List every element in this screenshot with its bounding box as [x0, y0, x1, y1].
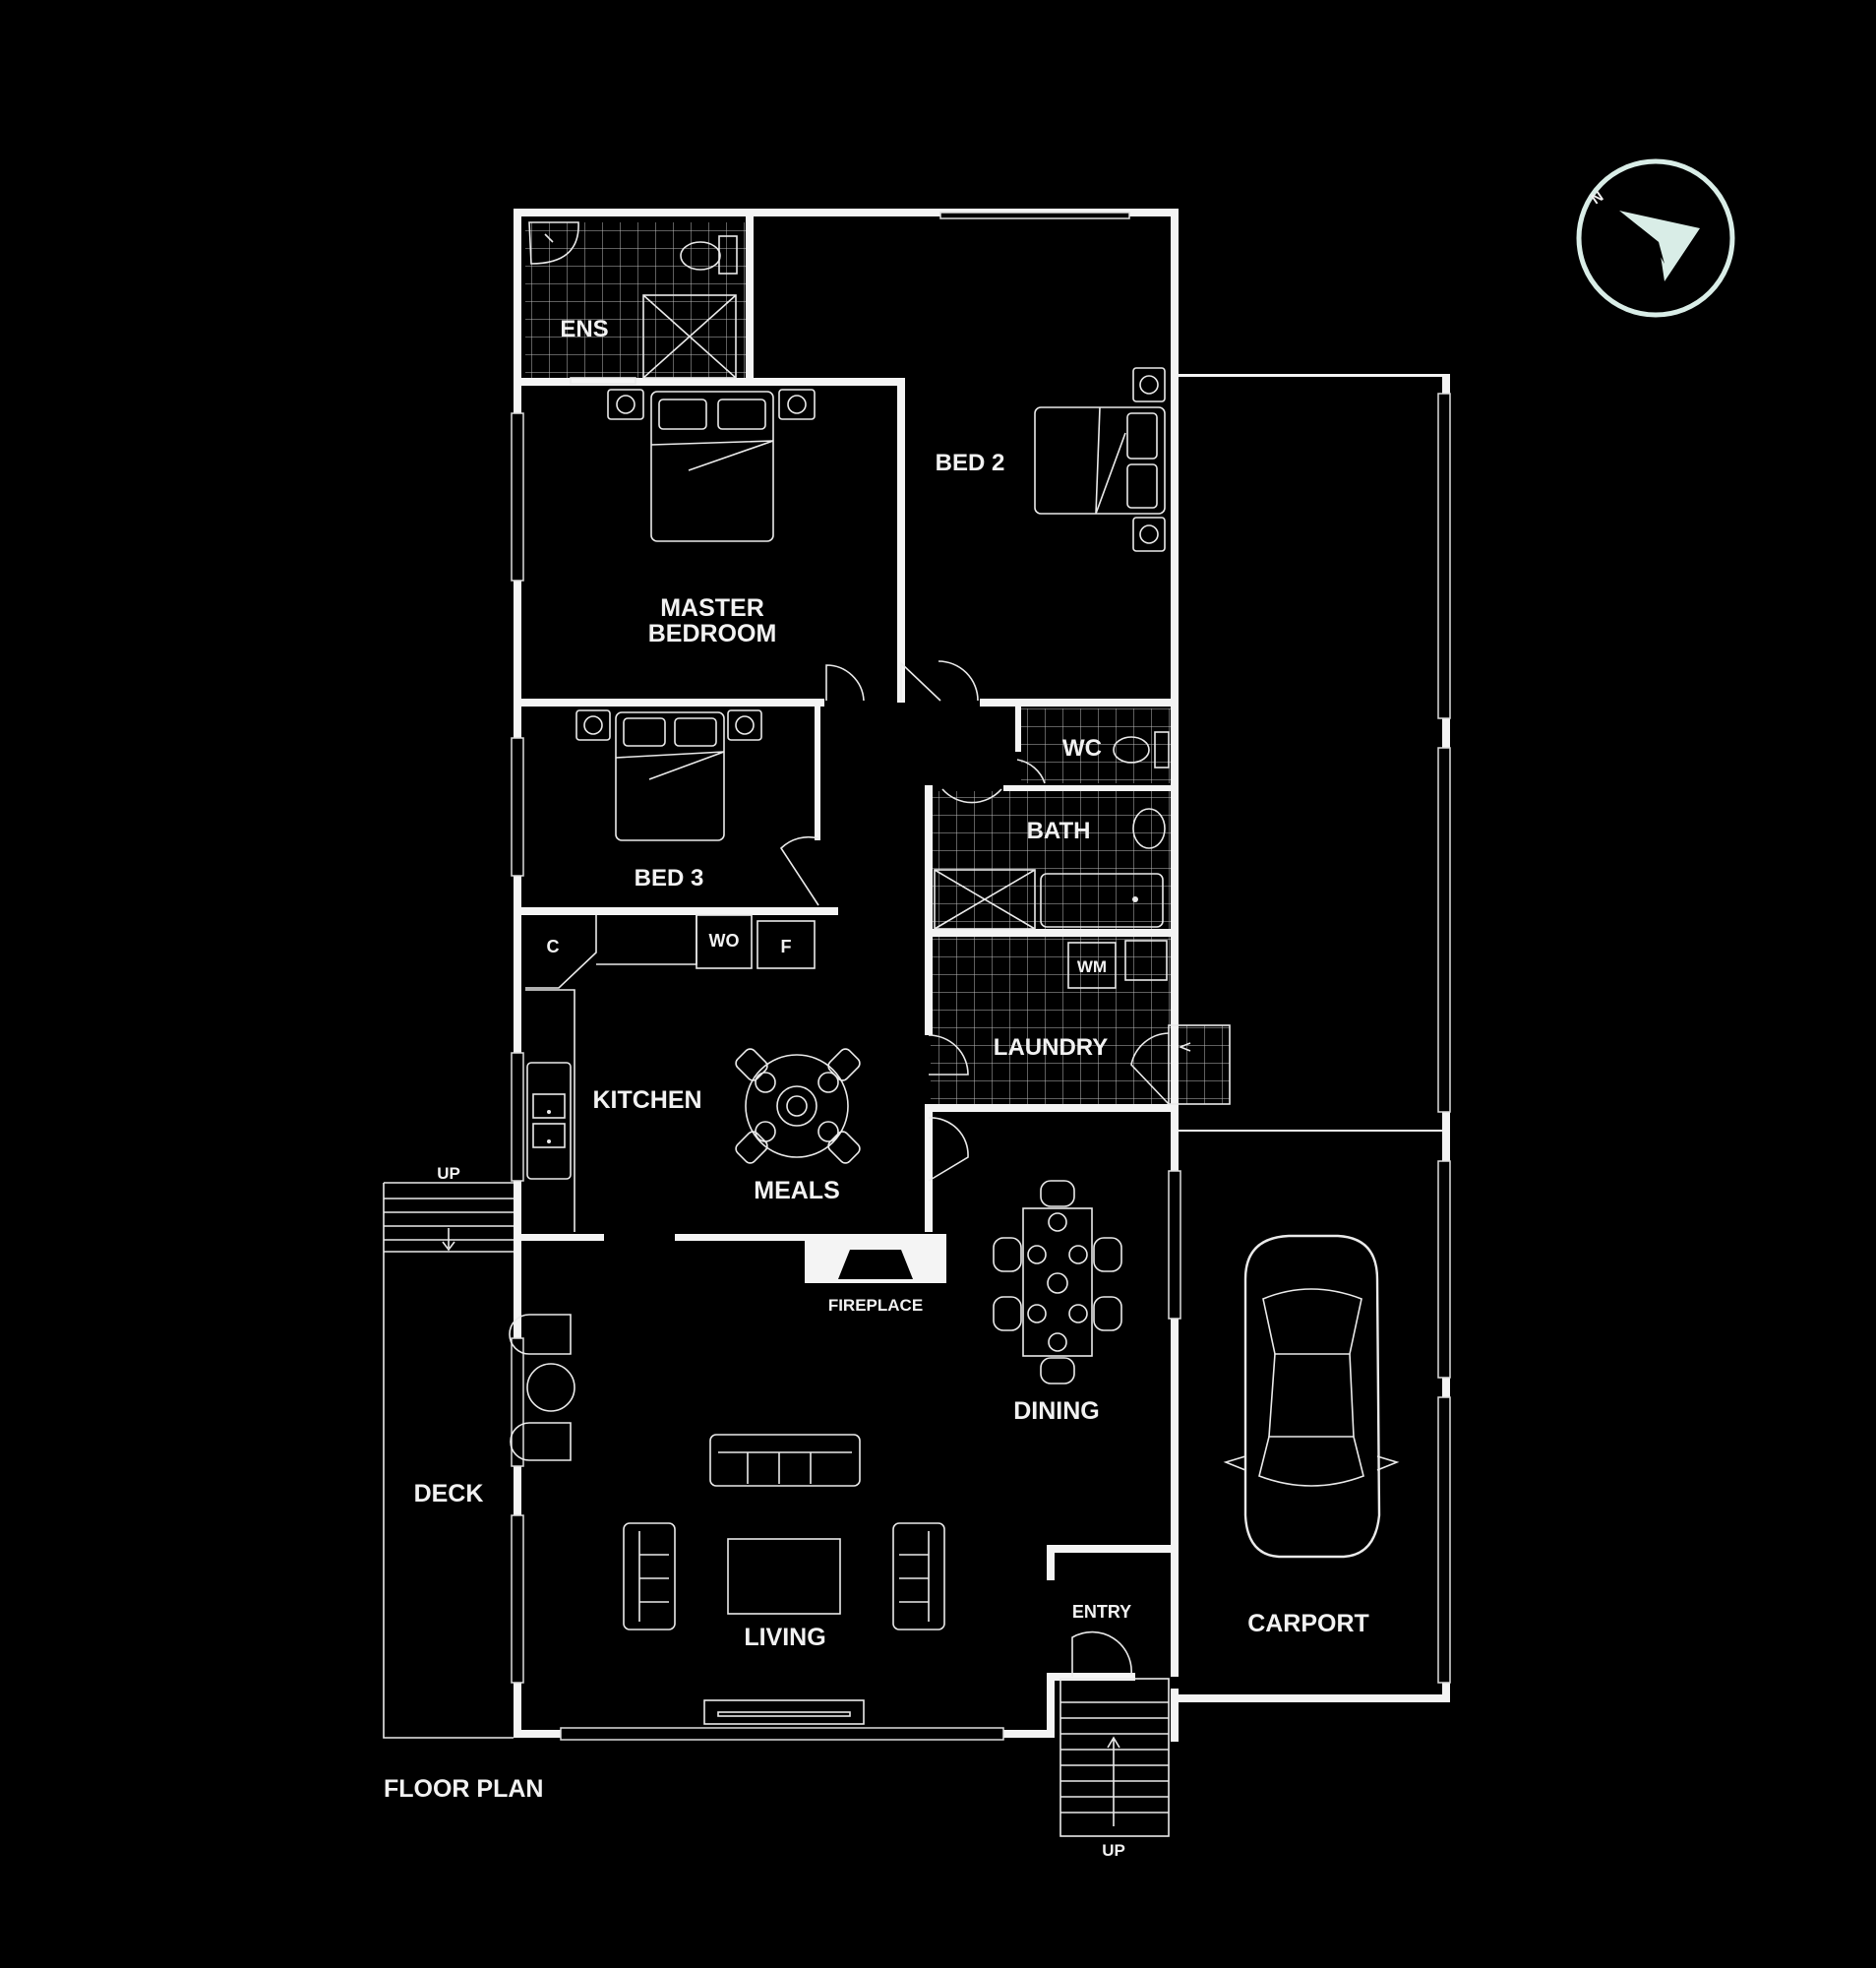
car-icon — [1223, 1234, 1400, 1559]
bed2-bed — [1034, 367, 1166, 552]
wo-label: WO — [709, 931, 740, 951]
ensuite-fixtures — [528, 221, 738, 385]
doors — [779, 660, 1170, 1677]
entry-stairs-up-label: UP — [1102, 1841, 1125, 1860]
laundry-fixtures — [1067, 940, 1231, 1105]
tiled-floors — [525, 222, 1230, 1106]
bath-fixtures — [934, 731, 1170, 930]
living-furniture — [509, 1314, 945, 1725]
ens-label: ENS — [560, 316, 608, 342]
bath-label: BATH — [1027, 818, 1091, 844]
f-label: F — [781, 937, 792, 956]
living-label: LIVING — [744, 1624, 825, 1651]
master-bedroom-label-line1: MASTER — [660, 594, 764, 622]
dining-label: DINING — [1013, 1397, 1100, 1425]
master-bed — [607, 389, 816, 542]
meals-label: MEALS — [754, 1177, 840, 1204]
deck-label: DECK — [414, 1480, 484, 1507]
entry-label: ENTRY — [1072, 1602, 1131, 1622]
floor-plan-title: FLOOR PLAN — [384, 1775, 544, 1803]
bed2-label: BED 2 — [936, 450, 1005, 476]
dining-table — [993, 1180, 1122, 1384]
bed3-bed — [575, 709, 762, 841]
windows — [511, 212, 1451, 1741]
wm-label: WM — [1077, 957, 1107, 976]
laundry-label: LAUNDRY — [994, 1034, 1108, 1061]
wc-label: WC — [1062, 735, 1102, 762]
compass-icon — [1576, 158, 1735, 318]
meals-table — [735, 1048, 861, 1164]
kitchen-label: KITCHEN — [592, 1086, 701, 1114]
bed3-label: BED 3 — [635, 865, 704, 892]
entry-stairs — [1059, 1678, 1170, 1837]
fireplace-icon — [838, 1250, 913, 1279]
room-labels: N ENS BED 2 MASTER BEDROOM WC BATH BED 3… — [384, 188, 1606, 1860]
master-bedroom-label-line2: BEDROOM — [648, 620, 777, 647]
deck — [383, 1182, 514, 1739]
deck-stairs-up-label: UP — [437, 1164, 460, 1183]
fireplace-label: FIREPLACE — [828, 1296, 923, 1315]
carport-label: CARPORT — [1247, 1610, 1369, 1637]
walls — [514, 209, 1450, 1742]
kitchen-fixtures — [525, 914, 816, 1232]
c-label: C — [547, 937, 560, 956]
